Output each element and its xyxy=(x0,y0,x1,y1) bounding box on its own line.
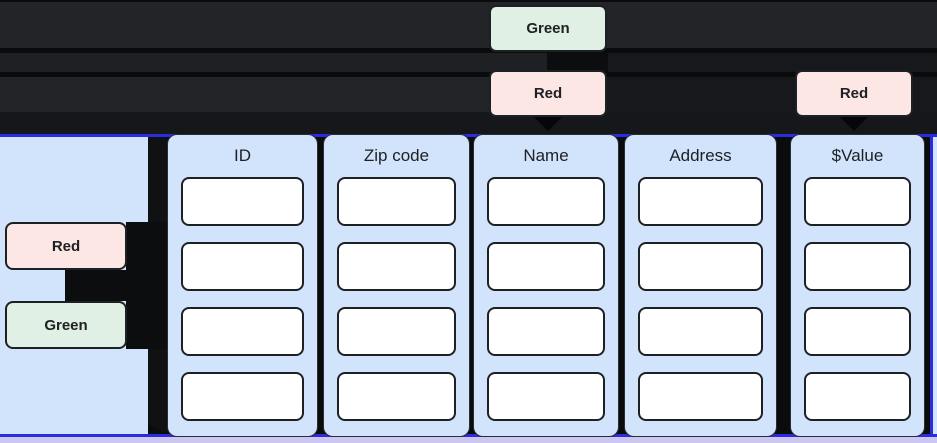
cell-input[interactable] xyxy=(804,177,911,226)
column-address: Address xyxy=(624,134,777,437)
column-address-header: Address xyxy=(669,146,732,165)
column-value: $Value xyxy=(790,134,925,437)
cell-input[interactable] xyxy=(487,307,605,356)
cell-input[interactable] xyxy=(487,372,605,421)
red-status-badge-side[interactable]: Red xyxy=(5,222,127,270)
lane-bottom-band xyxy=(0,112,937,134)
connector-green-side xyxy=(126,301,167,349)
column-name: Name xyxy=(473,134,619,437)
connector-elbow xyxy=(65,270,167,301)
arrow-down-to-value-column xyxy=(840,117,868,131)
green-status-badge-label: Green xyxy=(526,20,570,37)
red-status-badge-center-label: Red xyxy=(533,85,563,102)
green-status-badge-side[interactable]: Green xyxy=(5,301,127,349)
connector-red-side xyxy=(126,222,167,270)
column-id-header: ID xyxy=(234,146,251,165)
red-status-badge-right-label: Red xyxy=(839,85,869,102)
column-name-header: Name xyxy=(523,146,569,165)
cell-input[interactable] xyxy=(638,372,763,421)
cell-input[interactable] xyxy=(804,242,911,291)
cell-input[interactable] xyxy=(337,372,456,421)
column-id: ID xyxy=(167,134,318,437)
cell-input[interactable] xyxy=(487,177,605,226)
cell-input[interactable] xyxy=(181,242,304,291)
cell-input[interactable] xyxy=(181,307,304,356)
cell-input[interactable] xyxy=(638,177,763,226)
connector-green-to-red xyxy=(547,53,608,72)
green-status-badge-side-label: Green xyxy=(44,316,88,334)
cell-input[interactable] xyxy=(638,242,763,291)
lane-row-1 xyxy=(0,2,937,48)
lane-row-2-dark-segment xyxy=(608,53,937,72)
column-partial-right xyxy=(930,137,937,434)
cell-input[interactable] xyxy=(337,307,456,356)
red-status-badge-center[interactable]: Red xyxy=(489,70,607,117)
green-status-badge-top[interactable]: Green xyxy=(489,5,607,52)
arrow-down-to-name-column xyxy=(534,117,562,131)
lane-row-3 xyxy=(0,77,490,112)
cell-input[interactable] xyxy=(487,242,605,291)
red-status-badge-side-label: Red xyxy=(51,237,81,255)
cell-input[interactable] xyxy=(181,372,304,421)
cell-input[interactable] xyxy=(181,177,304,226)
selection-line-top xyxy=(0,134,937,137)
cell-input[interactable] xyxy=(337,177,456,226)
cell-input[interactable] xyxy=(804,307,911,356)
cell-input[interactable] xyxy=(337,242,456,291)
red-status-badge-right[interactable]: Red xyxy=(795,70,913,117)
column-zip-code: Zip code xyxy=(323,134,470,437)
column-value-header: $Value xyxy=(831,146,884,165)
cell-input[interactable] xyxy=(804,372,911,421)
selection-line-bottom xyxy=(0,434,937,437)
bottom-lavender-strip xyxy=(0,437,937,443)
column-zip-code-header: Zip code xyxy=(363,146,430,165)
cell-input[interactable] xyxy=(638,307,763,356)
